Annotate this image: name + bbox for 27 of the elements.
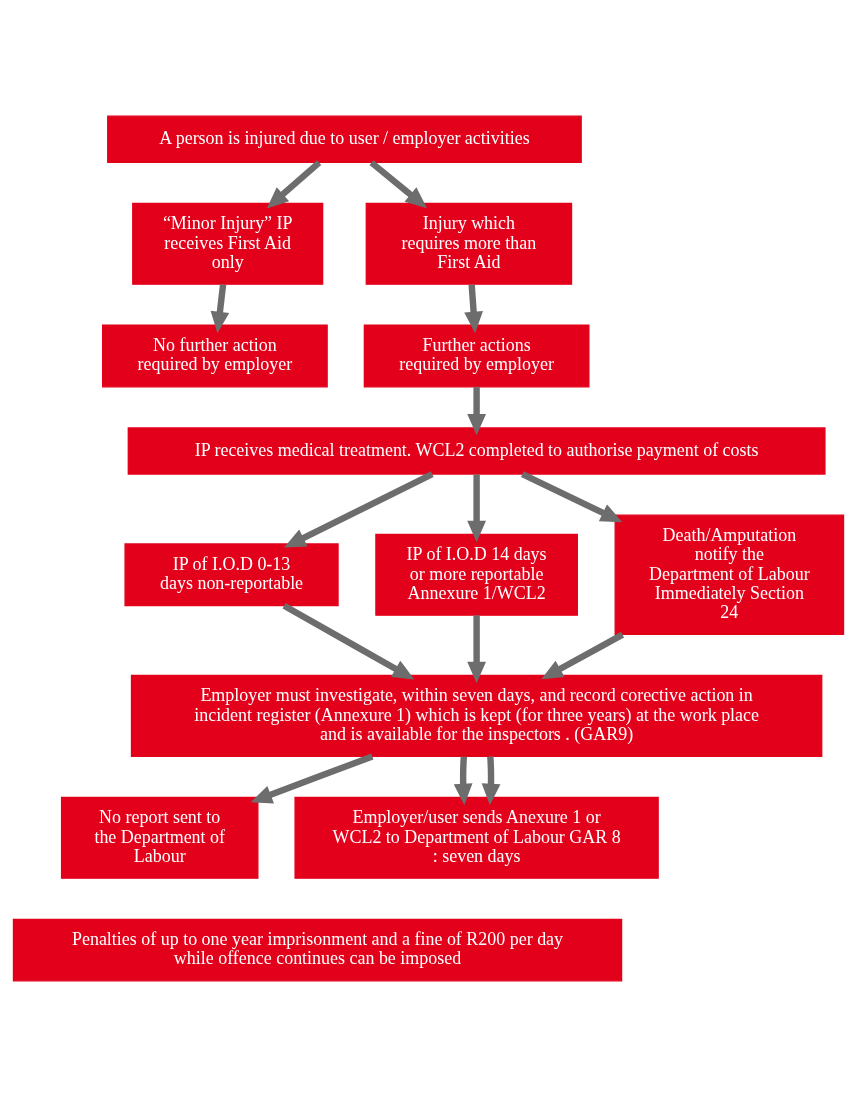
arrow [467,474,486,542]
arrow [250,752,374,804]
arrow [284,470,434,547]
node-box: Further actions required by employer [363,324,590,387]
node-box: Employer must investigate, within seven days, and record corective action in incident register (Annexure 1) which is kept (for three years) at the work place and is available for the inspectors . (GAR9) [130,674,823,757]
node-box: IP of I.O.D 14 days or more reportable Annexure 1/WCL2 [375,533,578,616]
arrow [464,283,483,333]
node-box: Penalties of up to one year imprisonment and a fine of R200 per day while offence continues can be imposed [12,918,623,981]
arrow [521,470,623,522]
node-box: “Minor Injury” IP receives First Aid only [132,202,324,285]
node-box: IP receives medical treatment. WCL2 completed to authorise payment of costs [127,426,826,475]
arrow [541,631,625,679]
node-box: No further action required by employer [102,324,328,387]
arrow [467,614,486,683]
node-box: Injury which requires more than First Aid [365,202,573,285]
node-box: No report sent to the Department of Labour [60,796,259,879]
arrow [453,755,473,805]
node-box: Employer/user sends Anexure 1 or WCL2 to Department of Labour GAR 8 : seven days [294,796,659,879]
arrow [282,602,415,679]
arrow [467,386,486,435]
arrow [481,755,501,805]
arrow [210,283,230,333]
arrow [369,159,428,208]
node-box: Death/Amputation notify the Department of Labour Immediately Section 24 [614,514,845,635]
arrow [266,159,322,208]
node-box: A person is injured due to user / employer activities [107,115,582,163]
node-box: IP of I.O.D 0-13 days non-reportable [124,542,339,606]
